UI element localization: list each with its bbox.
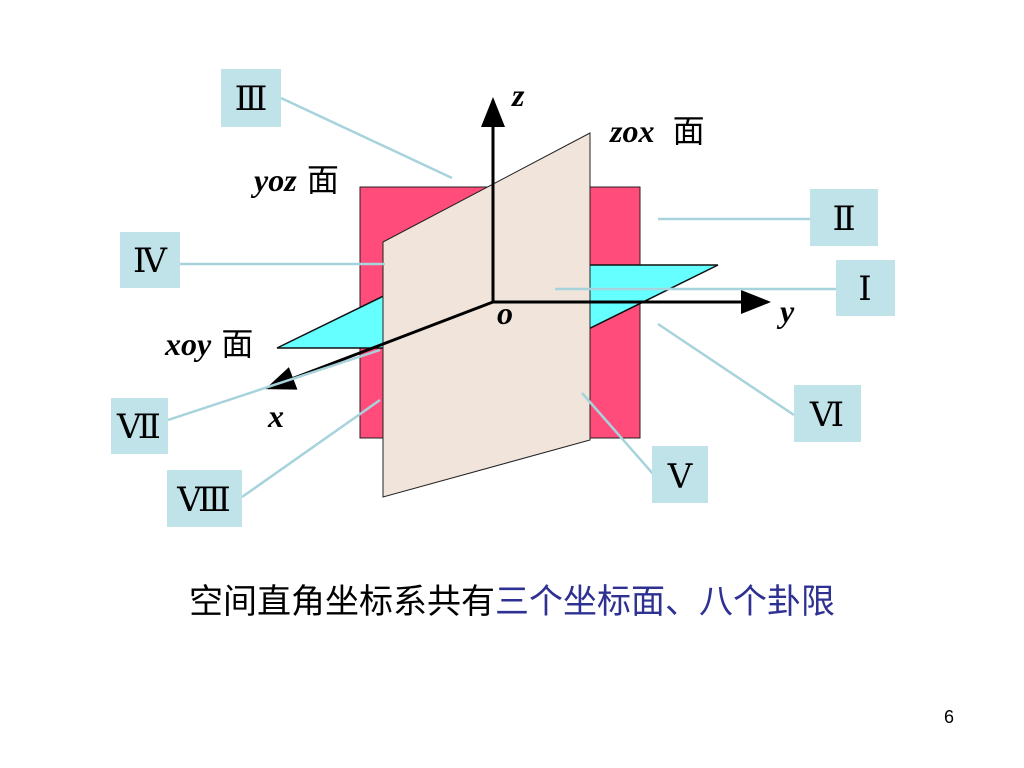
caption: 空间直角坐标系共有三个坐标面、八个卦限 [0, 574, 1024, 623]
octant-box-2 [810, 189, 878, 246]
octant-label-7: Ⅶ [116, 407, 161, 447]
plane-xoy-var: xoy [164, 326, 212, 362]
leader-line-7 [167, 348, 381, 422]
octant-label-1: Ⅰ [858, 269, 871, 309]
octant-box-1 [836, 260, 895, 316]
plane-yoz-var: yoz [250, 162, 297, 198]
octant-label-2: Ⅱ [832, 199, 855, 239]
octant-box-6 [794, 385, 861, 442]
axis-label-x: x [267, 398, 284, 434]
leader-line-5 [581, 392, 655, 476]
axis-label-y: y [776, 293, 795, 329]
plane-label-zox: zox 面 [609, 112, 705, 150]
plane-label-yoz: yoz 面 [250, 161, 339, 199]
leader-line-8 [241, 398, 381, 499]
octant-label-6: Ⅵ [809, 395, 844, 435]
octant-box-8 [167, 470, 242, 527]
octant-label-4: Ⅳ [133, 241, 168, 281]
octant-label-5: Ⅴ [667, 457, 694, 497]
origin-label: o [497, 295, 513, 331]
yoz-plane [382, 132, 591, 498]
plane-xoy-suffix: 面 [221, 325, 253, 363]
leader-line-3 [280, 96, 453, 180]
page-number: 6 [944, 707, 955, 727]
plane-zox-suffix: 面 [673, 112, 705, 150]
plane-yoz-suffix: 面 [307, 161, 339, 199]
octant-box-4 [120, 232, 180, 288]
octant-label-3: Ⅲ [235, 79, 268, 119]
leader-line-6 [657, 322, 795, 417]
octant-box-5 [652, 446, 708, 503]
caption-part2: 三个坐标面、八个卦限 [495, 582, 835, 622]
octant-box-3 [221, 69, 281, 127]
plane-zox-var: zox [609, 113, 654, 149]
plane-label-xoy: xoy 面 [164, 325, 253, 363]
axis-label-z: z [511, 77, 525, 113]
caption-part1: 空间直角坐标系共有 [189, 582, 495, 622]
octant-box-7 [111, 398, 168, 454]
octant-label-8: Ⅷ [176, 480, 231, 520]
